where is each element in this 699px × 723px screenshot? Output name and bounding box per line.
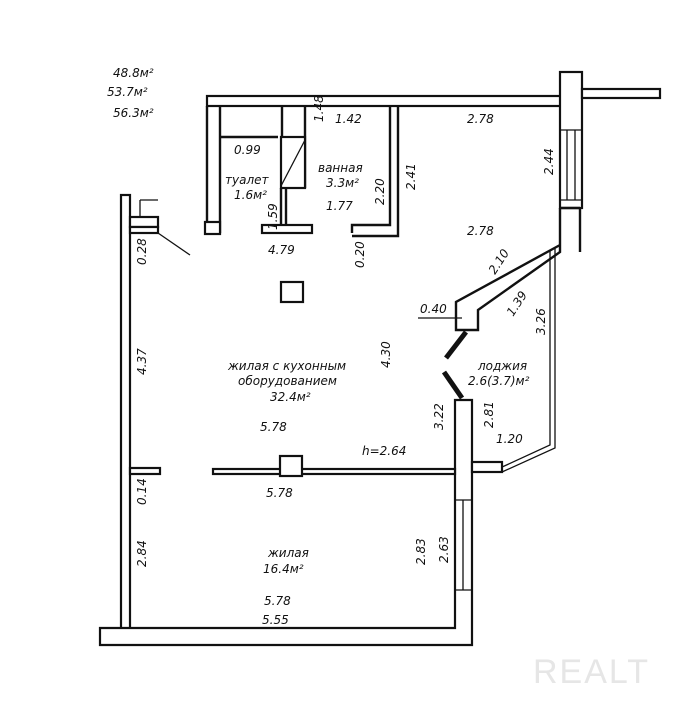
svg-text:5.78: 5.78 <box>260 420 287 434</box>
svg-text:4.79: 4.79 <box>268 243 295 257</box>
walls <box>98 70 662 647</box>
svg-text:3.26: 3.26 <box>534 308 548 335</box>
svg-text:2.63: 2.63 <box>437 536 451 563</box>
svg-text:1.42: 1.42 <box>335 112 362 126</box>
living-room-label: жилая <box>267 546 309 560</box>
svg-text:2.78: 2.78 <box>467 112 494 126</box>
top-wall <box>205 94 564 108</box>
column <box>279 280 305 304</box>
middle-partition <box>211 467 457 476</box>
loggia-label: лоджия <box>477 359 527 373</box>
svg-text:1.20: 1.20 <box>496 432 523 446</box>
svg-text:1.39: 1.39 <box>504 289 530 319</box>
svg-text:2.84: 2.84 <box>135 540 149 567</box>
loggia-area: 2.6(3.7)м² <box>468 374 530 388</box>
svg-text:1.77: 1.77 <box>326 199 353 213</box>
riser-tower <box>558 70 584 210</box>
svg-text:5.78: 5.78 <box>266 486 293 500</box>
svg-text:3.22: 3.22 <box>432 403 446 430</box>
svg-text:5.55: 5.55 <box>262 613 289 627</box>
svg-text:1.59: 1.59 <box>266 203 280 230</box>
svg-text:0.14: 0.14 <box>135 478 149 505</box>
svg-text:0.99: 0.99 <box>234 143 261 157</box>
total-area-with-loggia: 56.3м² <box>113 106 154 120</box>
left-wall <box>119 193 132 637</box>
pipe <box>580 87 662 100</box>
dimensions: 1.42 2.78 0.99 1.77 4.79 2.78 0.40 5.78 … <box>135 95 556 627</box>
total-area: 53.7м² <box>107 85 148 99</box>
area-summary: 48.8м² 53.7м² 56.3м² <box>107 66 154 120</box>
living-area: 48.8м² <box>113 66 154 80</box>
svg-text:2.81: 2.81 <box>482 401 496 428</box>
svg-text:5.78: 5.78 <box>264 594 291 608</box>
svg-text:0.28: 0.28 <box>135 238 149 265</box>
svg-text:4.30: 4.30 <box>379 341 393 368</box>
bottom-right-walls <box>98 398 474 647</box>
toilet-label: туалет <box>225 173 269 187</box>
bathroom-area: 3.3м² <box>326 176 359 190</box>
room-labels: туалет 1.6м² ванная 3.3м² жилая с кухонн… <box>225 161 530 576</box>
living-kitchen-area: 32.4м² <box>270 390 311 404</box>
ceiling-height: h=2.64 <box>362 444 406 458</box>
svg-text:2.78: 2.78 <box>467 224 494 238</box>
living-kitchen-label: жилая с кухонным <box>227 359 346 373</box>
toilet-area: 1.6м² <box>234 188 267 202</box>
svg-text:2.20: 2.20 <box>373 178 387 205</box>
watermark: REALT <box>533 653 650 691</box>
svg-text:2.44: 2.44 <box>542 148 556 175</box>
svg-text:4.37: 4.37 <box>135 348 149 375</box>
bathroom-label: ванная <box>318 161 363 175</box>
svg-text:оборудованием: оборудованием <box>238 374 337 388</box>
svg-text:0.20: 0.20 <box>353 241 367 268</box>
svg-text:1.48: 1.48 <box>312 95 326 122</box>
svg-text:0.40: 0.40 <box>420 302 447 316</box>
svg-text:2.83: 2.83 <box>414 538 428 565</box>
living-room-area: 16.4м² <box>263 562 304 576</box>
svg-text:2.41: 2.41 <box>404 163 418 190</box>
